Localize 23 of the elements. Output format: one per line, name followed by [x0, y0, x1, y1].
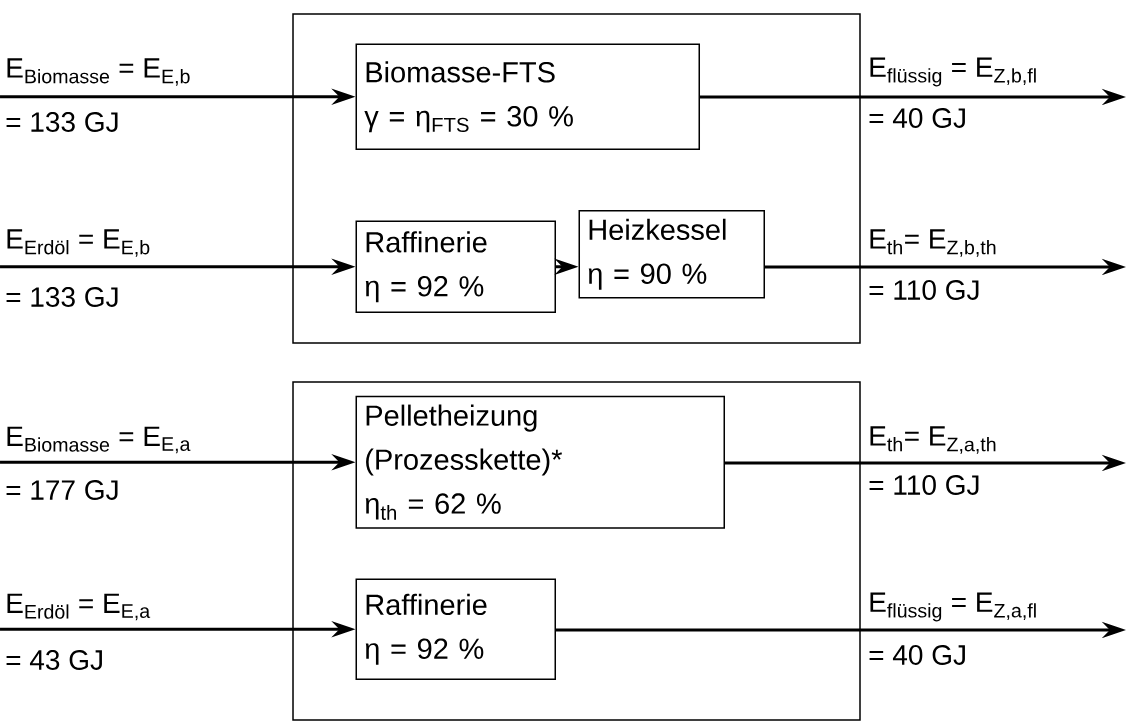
system-boundary-box	[292, 13, 861, 344]
energy-label: = 40 GJ	[869, 108, 965, 128]
energy-label: E$_{th}$= E$_{Z,a,th}$	[870, 426, 996, 454]
energy-label: E$_{Biomasse}$ = E$_{E,a}$	[7, 426, 191, 454]
process-box: Raffinerie η = 92 %	[355, 220, 556, 313]
process-box: Heizkessel η = 90 %	[578, 210, 765, 299]
energy-label: E$_{Erdöl}$ = E$_{E,b}$	[7, 229, 150, 257]
energy-label: = 40 GJ	[869, 645, 965, 665]
energy-label: E$_{flüssig}$ = E$_{Z,b,fl}$	[870, 57, 1036, 87]
energy-label: E$_{Erdöl}$ = E$_{E,a}$	[7, 593, 151, 621]
energy-label: = 177 GJ	[6, 480, 118, 500]
energy-label: = 133 GJ	[6, 287, 118, 307]
process-box: Biomasse-FTS γ = η$_{FTS}$ = 30 %	[355, 43, 700, 150]
process-box: Pelletheizung (Prozesskette)* η$_{th}$ = 62 %	[355, 395, 725, 529]
energy-label: = 43 GJ	[6, 650, 102, 670]
process-box: Raffinerie η = 92 %	[355, 578, 556, 680]
energy-label: = 110 GJ	[869, 475, 979, 495]
energy-label: E$_{Biomasse}$ = E$_{E,b}$	[7, 58, 190, 86]
energy-label: E$_{th}$= E$_{Z,b,th}$	[870, 229, 996, 257]
energy-label: E$_{flüssig}$ = E$_{Z,a,fl}$	[870, 592, 1036, 622]
energy-label: = 110 GJ	[869, 280, 979, 300]
energy-label: = 133 GJ	[6, 112, 118, 132]
system-boundary-box	[292, 381, 861, 721]
